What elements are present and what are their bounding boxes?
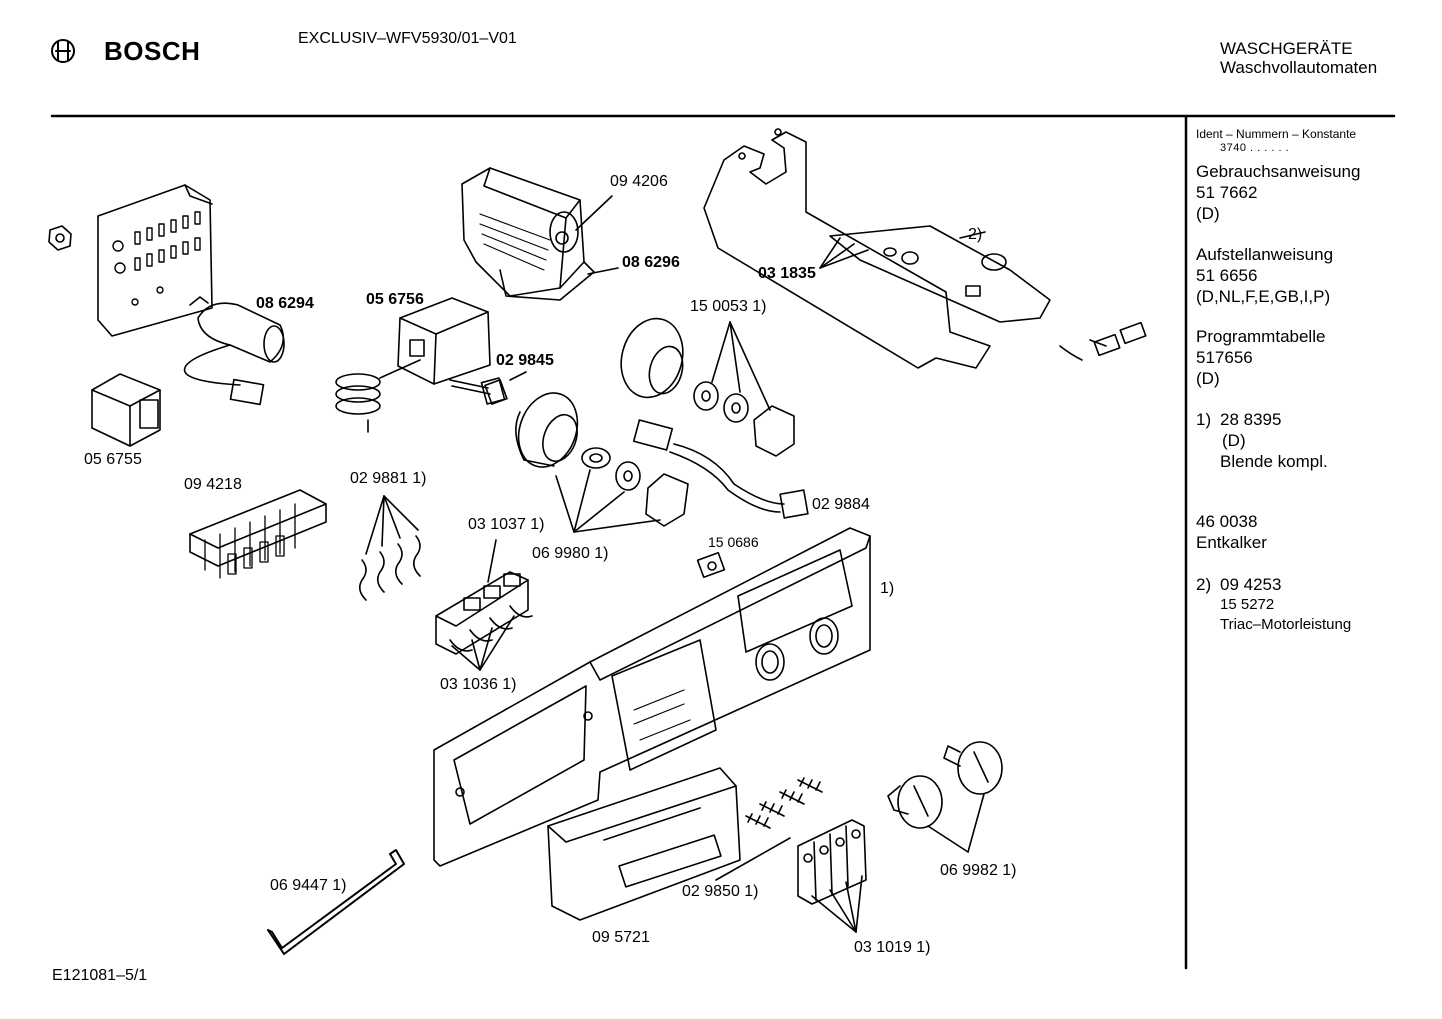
- mounting-plate-drawing: [97, 184, 213, 337]
- wiring-harness-drawing: [632, 419, 809, 519]
- part-label: 09 4218: [184, 476, 242, 493]
- part-label: 03 1019 1): [854, 939, 931, 956]
- door-handle-drawing: [267, 849, 405, 955]
- category-title: WASCHGERÄTE: [1220, 39, 1353, 58]
- part-label: 05 6756: [366, 291, 424, 308]
- switch-block-drawing: [797, 819, 867, 933]
- bosch-logo-mark-icon: [51, 39, 75, 63]
- part-label: 09 5721: [592, 929, 650, 946]
- doc-language: (D,NL,F,E,GB,I,P): [1196, 287, 1331, 306]
- part-label: 06 9980 1): [532, 545, 609, 562]
- part-label: 08 6296: [622, 254, 680, 271]
- small-springs-drawing: [715, 777, 823, 881]
- part-label: 15 0053 1): [690, 298, 767, 315]
- descaler-description: Entkalker: [1196, 533, 1267, 552]
- capacitor-drawing: [183, 296, 285, 406]
- rotary-knobs-drawing: [887, 741, 1003, 853]
- part-label: 03 1036 1): [440, 676, 517, 693]
- spring-clips-drawing: [358, 495, 421, 601]
- part-label: 15 0686: [708, 534, 759, 550]
- knob-cap-left-drawing: [515, 392, 689, 533]
- doc-title: Programmtabelle: [1196, 327, 1326, 346]
- part-label: 02 9850 1): [682, 883, 759, 900]
- door-lock-drawing: [335, 297, 506, 433]
- terminal-strip-drawing: [189, 489, 327, 579]
- doc-language: (D): [1196, 369, 1220, 388]
- category-subtitle: Waschvollautomaten: [1220, 58, 1378, 77]
- part-label: 05 6755: [84, 451, 142, 468]
- drawing-code: E121081–5/1: [52, 967, 148, 984]
- note1-language: (D): [1222, 431, 1246, 450]
- detergent-drawer-front-drawing: [547, 767, 741, 921]
- control-panel-fascia-drawing: [433, 527, 871, 867]
- descaler-number: 46 0038: [1196, 512, 1258, 531]
- part-label: 09 4206: [610, 173, 668, 190]
- knob-cap-right-drawing: [620, 317, 795, 457]
- doc-title: Gebrauchsanweisung: [1196, 162, 1361, 181]
- ident-value: 3740 . . . . . .: [1220, 142, 1290, 154]
- part-label: 06 9447 1): [270, 877, 347, 894]
- brand-name: BOSCH: [104, 36, 201, 66]
- model-title: EXCLUSIV–WFV5930/01–V01: [298, 30, 517, 47]
- control-pcb-drawing: [703, 128, 1147, 369]
- pushbutton-switches-drawing: [435, 539, 533, 671]
- part-label: 02 9845: [496, 352, 554, 369]
- note1-number: 28 8395: [1220, 410, 1282, 429]
- note2-sub-number: 15 5272: [1220, 596, 1275, 613]
- transformer-drawing: [91, 373, 161, 447]
- doc-number: 51 7662: [1196, 183, 1258, 202]
- doc-number: 517656: [1196, 348, 1253, 367]
- small-connector-drawing: [484, 371, 527, 405]
- part-label: 03 1835: [758, 265, 816, 282]
- part-label: 2): [968, 226, 983, 243]
- note1-description: Blende kompl.: [1220, 452, 1328, 471]
- doc-number: 51 6656: [1196, 266, 1258, 285]
- part-label: 03 1037 1): [468, 516, 545, 533]
- ident-heading: Ident – Nummern – Konstante: [1196, 127, 1357, 141]
- part-label: 1): [880, 580, 895, 597]
- part-label: 08 6294: [256, 295, 314, 312]
- part-label: 02 9884: [812, 496, 870, 513]
- note2-description: Triac–Motorleistung: [1220, 616, 1352, 633]
- nut-drawing: [48, 225, 72, 251]
- part-label: 02 9881 1): [350, 470, 427, 487]
- spring-part-drawing: [696, 551, 726, 579]
- programmer-unit-drawing: [461, 167, 619, 301]
- doc-language: (D): [1196, 204, 1220, 223]
- note1-ref: 1): [1196, 410, 1212, 429]
- note2-ref: 2): [1196, 575, 1212, 594]
- doc-title: Aufstellanweisung: [1196, 245, 1334, 264]
- note2-number: 09 4253: [1220, 575, 1282, 594]
- part-label: 06 9982 1): [940, 862, 1017, 879]
